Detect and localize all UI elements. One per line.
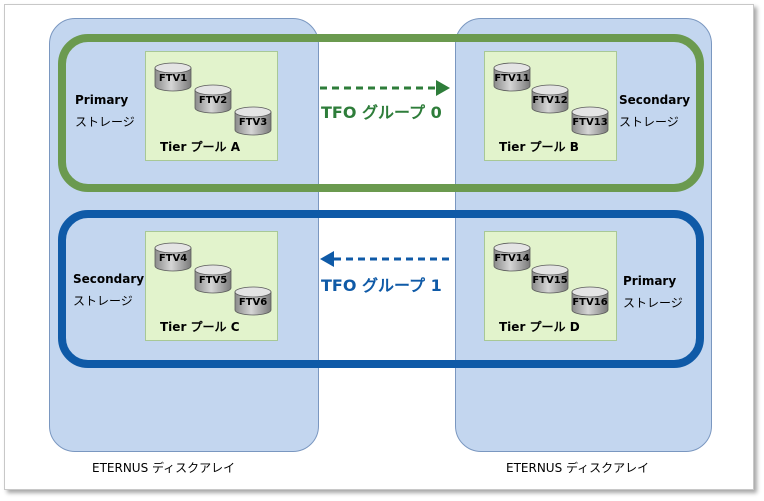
role-subtitle: ストレージ xyxy=(73,294,133,308)
array-right-label: ETERNUS ディスクアレイ xyxy=(506,461,650,475)
tfo-group-1-ring xyxy=(58,210,704,368)
volume-label: FTV5 xyxy=(198,275,228,286)
cylinder-shape xyxy=(194,264,232,294)
array-left-label: ETERNUS ディスクアレイ xyxy=(92,461,236,475)
volume-cylinder-icon: FTV11 xyxy=(493,62,531,92)
cylinder-shape xyxy=(571,286,609,316)
volume-cylinder-icon: FTV13 xyxy=(571,106,609,136)
tfo-group-0-title: TFO グループ 0 xyxy=(321,103,442,122)
tier-pool-d: FTV14 FTV15 FTV16 Tier プール D xyxy=(484,231,617,341)
cylinder-shape xyxy=(234,106,272,136)
volume-label: FTV2 xyxy=(198,95,228,106)
cylinder-shape xyxy=(154,62,192,92)
volume-cylinder-icon: FTV1 xyxy=(154,62,192,92)
volume-label: FTV13 xyxy=(572,117,608,128)
tier-pool-b: FTV11 FTV12 FTV13 Tier プール B xyxy=(484,51,617,161)
cylinder-shape xyxy=(493,242,531,272)
pool-label: Tier プール C xyxy=(160,320,240,334)
cylinder-shape xyxy=(531,264,569,294)
cylinder-shape xyxy=(234,286,272,316)
pool-label: Tier プール B xyxy=(499,140,579,154)
role-name: Secondary xyxy=(73,272,145,286)
role-subtitle: ストレージ xyxy=(619,115,679,129)
storage-role-a: Primary ストレージ xyxy=(75,89,135,133)
tier-pool-a: FTV1 FTV2 FTV3 Tier プール A xyxy=(145,51,278,161)
replication-arrow-right-icon xyxy=(320,80,450,96)
volume-cylinder-icon: FTV6 xyxy=(234,286,272,316)
role-name: Primary xyxy=(75,93,129,107)
role-name: Secondary xyxy=(619,93,691,107)
volume-label: FTV16 xyxy=(572,297,608,308)
role-subtitle: ストレージ xyxy=(75,115,135,129)
volume-label: FTV3 xyxy=(238,117,268,128)
cylinder-shape xyxy=(571,106,609,136)
volume-cylinder-icon: FTV16 xyxy=(571,286,609,316)
replication-arrow-left-icon xyxy=(320,251,450,267)
role-subtitle: ストレージ xyxy=(623,296,683,310)
tfo-group-1-title: TFO グループ 1 xyxy=(321,276,442,295)
pool-label: Tier プール D xyxy=(499,320,580,334)
volume-label: FTV11 xyxy=(494,73,530,84)
storage-role-d: Primary ストレージ xyxy=(623,270,683,314)
volume-cylinder-icon: FTV4 xyxy=(154,242,192,272)
cylinder-shape xyxy=(194,84,232,114)
tier-pool-c: FTV4 FTV5 FTV6 Tier プール C xyxy=(145,231,278,341)
tfo-group-0-ring xyxy=(58,34,704,192)
role-name: Primary xyxy=(623,274,677,288)
volume-label: FTV4 xyxy=(158,253,188,264)
cylinder-shape xyxy=(493,62,531,92)
cylinder-shape xyxy=(531,84,569,114)
volume-cylinder-icon: FTV3 xyxy=(234,106,272,136)
storage-role-b: Secondary ストレージ xyxy=(619,89,690,133)
pool-label: Tier プール A xyxy=(160,140,240,154)
storage-role-c: Secondary ストレージ xyxy=(73,268,144,312)
volume-cylinder-icon: FTV12 xyxy=(531,84,569,114)
volume-cylinder-icon: FTV14 xyxy=(493,242,531,272)
volume-label: FTV1 xyxy=(158,73,188,84)
volume-label: FTV14 xyxy=(494,253,530,264)
volume-label: FTV12 xyxy=(532,95,568,106)
volume-label: FTV6 xyxy=(238,297,268,308)
volume-label: FTV15 xyxy=(532,275,568,286)
volume-cylinder-icon: FTV2 xyxy=(194,84,232,114)
cylinder-shape xyxy=(154,242,192,272)
volume-cylinder-icon: FTV5 xyxy=(194,264,232,294)
volume-cylinder-icon: FTV15 xyxy=(531,264,569,294)
